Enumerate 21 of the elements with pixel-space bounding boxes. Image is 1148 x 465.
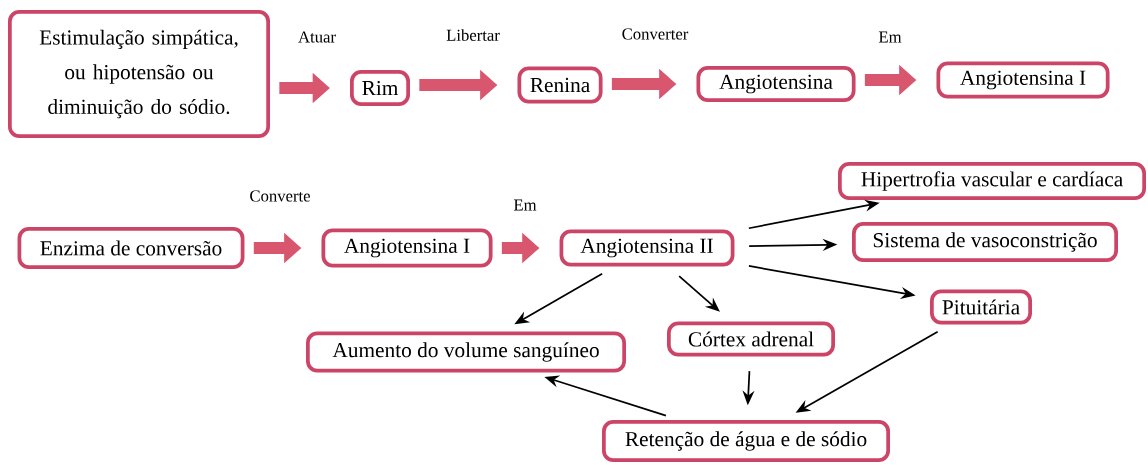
edge-label: Converte xyxy=(250,190,310,202)
edge-label: Em xyxy=(513,199,537,211)
process-box: Angiotensina II xyxy=(559,229,735,267)
process-box: Angiotensina I xyxy=(936,61,1110,99)
process-box: Aumento do volume sanguíneo xyxy=(306,331,626,373)
process-box: Hipertrofia vascular e cardíaca xyxy=(838,162,1146,200)
edge-label: Atuar xyxy=(298,31,336,43)
process-box: Estimulação simpática, ou hipotensão ou diminuição do sódio. xyxy=(8,10,270,138)
process-box: Córtex adrenal xyxy=(667,321,835,357)
edge-label: Em xyxy=(878,31,902,43)
process-box: Angiotensina xyxy=(696,66,856,102)
arrow xyxy=(678,275,720,312)
process-box: Angiotensina I xyxy=(321,228,493,268)
edge-label: Converter xyxy=(622,28,689,40)
edge-label: Libertar xyxy=(446,29,500,41)
process-box: Pituitária xyxy=(930,289,1032,325)
process-box: Retenção de água e de sódio xyxy=(602,420,890,462)
process-box: Rim xyxy=(350,70,410,106)
process-box: Enzima de conversão xyxy=(17,227,245,269)
process-box: Renina xyxy=(517,66,603,104)
process-box: Sistema de vasoconstrição xyxy=(852,222,1118,262)
